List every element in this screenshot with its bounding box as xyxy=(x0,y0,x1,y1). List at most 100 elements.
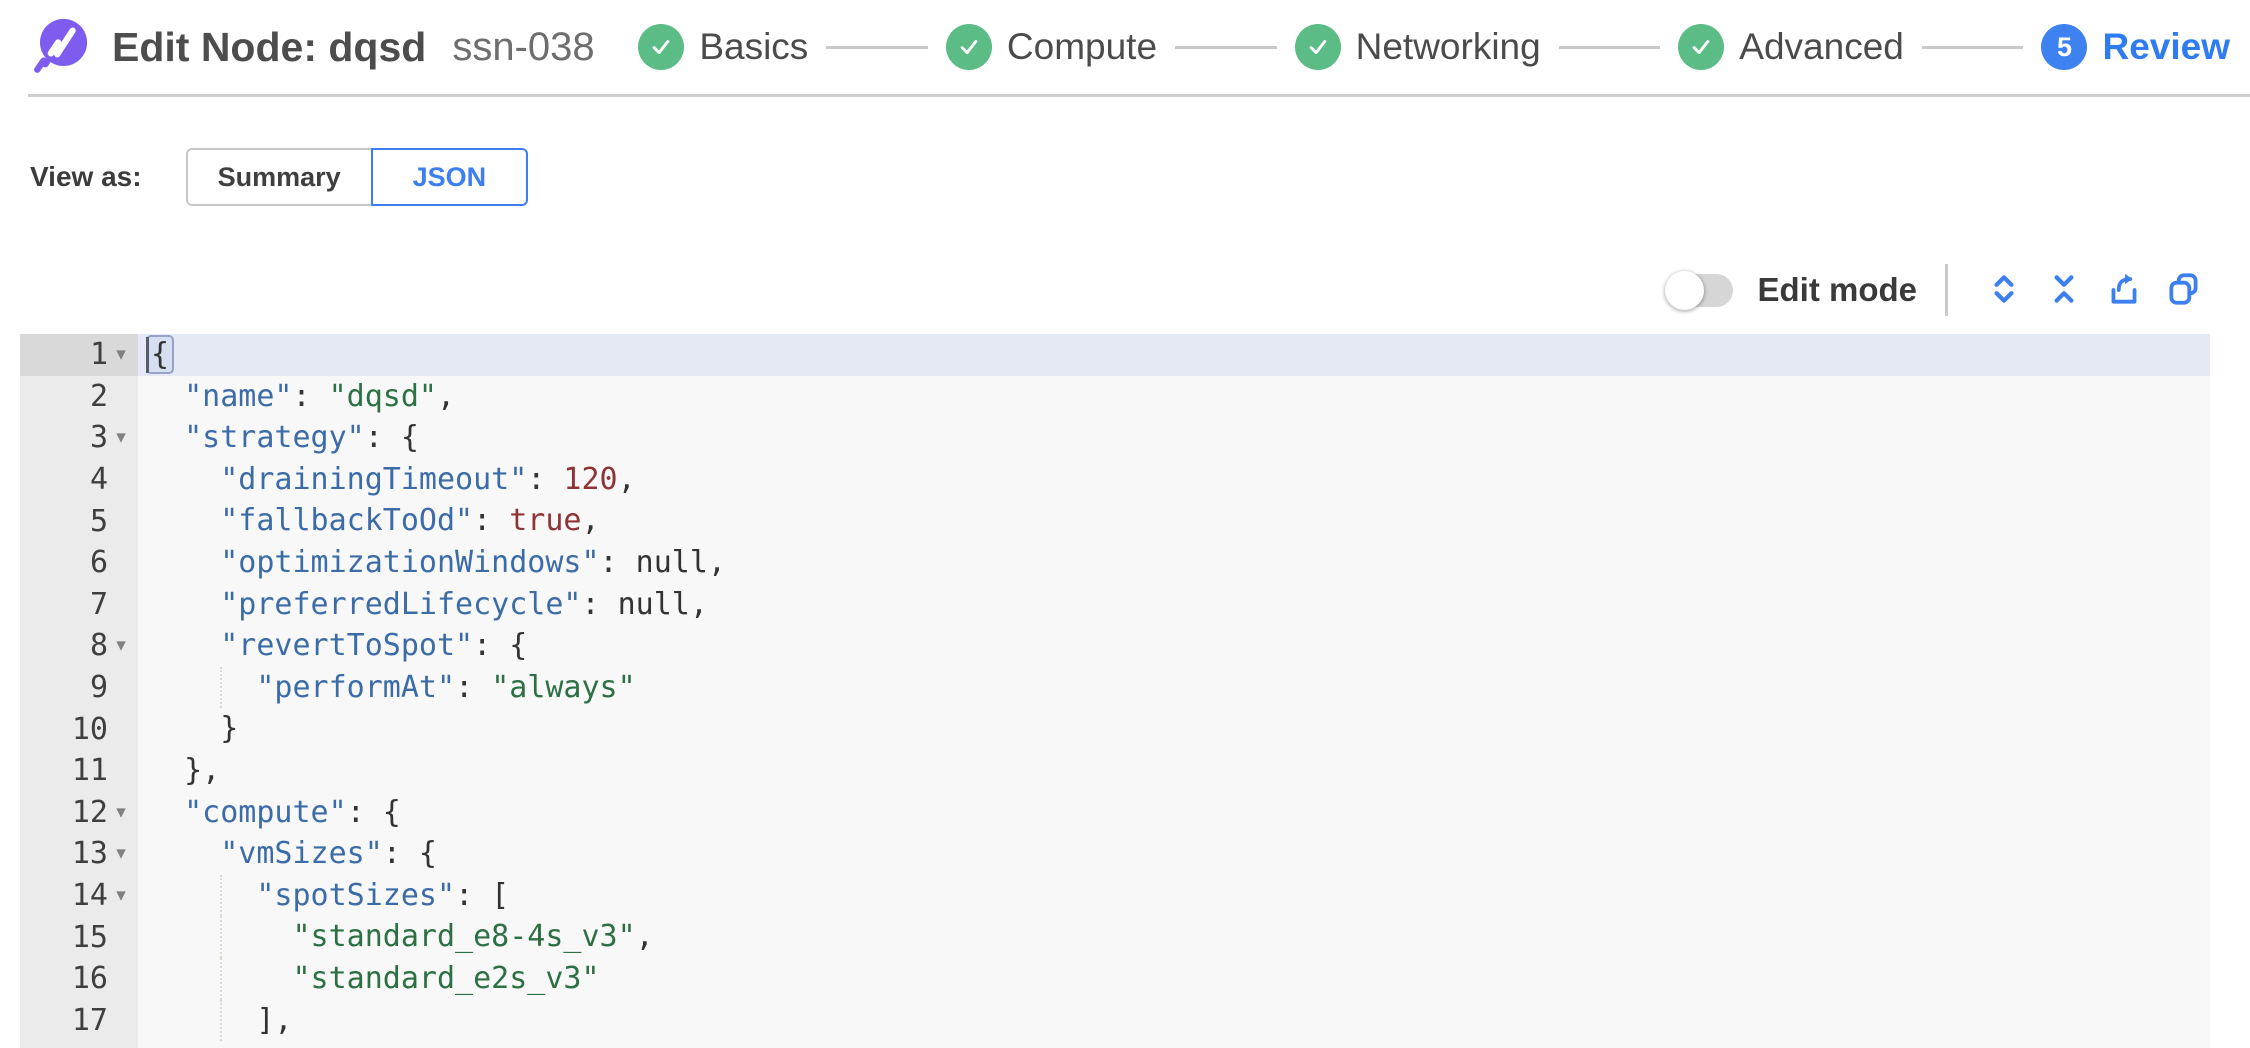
code-token: "standard_e2s_v3" xyxy=(292,960,600,996)
code-token: , xyxy=(437,378,456,414)
step-compute[interactable]: Compute xyxy=(945,24,1158,70)
code-line[interactable]: ], xyxy=(138,999,2210,1042)
code-token: "performAt" xyxy=(256,669,456,705)
indent-guide xyxy=(220,999,223,1042)
indent-guide xyxy=(220,874,223,917)
copy-icon xyxy=(2165,270,2203,311)
gutter-line[interactable]: 1▾ xyxy=(20,334,138,376)
copy-button[interactable] xyxy=(2165,271,2203,309)
fold-arrow-icon[interactable]: ▾ xyxy=(116,427,126,449)
code-line[interactable]: "performAt": "always" xyxy=(138,666,2210,709)
code-line[interactable]: "spotSizes": [ xyxy=(138,874,2210,917)
code-line[interactable]: "preferredLifecycle": null, xyxy=(138,584,2210,626)
step-basics[interactable]: Basics xyxy=(638,24,808,70)
code-token: null xyxy=(635,544,708,580)
fold-arrow-icon[interactable]: ▾ xyxy=(116,635,126,657)
code-token: "name" xyxy=(184,378,293,414)
fold-arrow-icon[interactable]: ▾ xyxy=(116,843,126,865)
code-token: null xyxy=(617,586,690,622)
code-token: : [ xyxy=(455,877,510,913)
editor-toolbar: Edit mode xyxy=(1665,258,2214,322)
code-line[interactable]: }, xyxy=(138,750,2210,792)
code-line[interactable]: "standard_e2s_v3" xyxy=(138,957,2210,1000)
code-line[interactable]: "drainingTimeout": 120, xyxy=(138,459,2210,501)
text-cursor xyxy=(146,337,149,373)
code-line[interactable]: "standard_e8-4s_v3", xyxy=(138,916,2210,958)
code-line[interactable]: "revertToSpot": { xyxy=(138,625,2210,667)
code-token: "strategy" xyxy=(184,420,365,456)
step-label: Advanced xyxy=(1739,26,1904,67)
toggle-knob xyxy=(1665,270,1705,310)
view-as-label: View as: xyxy=(30,161,142,192)
line-number: 11 xyxy=(71,753,108,789)
editor-code-area[interactable]: { "name": "dqsd", "strategy": { "drainin… xyxy=(138,334,2210,1048)
code-token: : xyxy=(599,544,636,580)
code-token: "compute" xyxy=(184,794,347,830)
line-number: 9 xyxy=(89,670,108,706)
step-label: Review xyxy=(2102,26,2230,67)
export-button[interactable] xyxy=(2105,271,2143,309)
gutter-line[interactable]: 14 ▾ xyxy=(20,875,138,917)
code-token: } xyxy=(148,711,239,747)
step-check-icon xyxy=(1294,24,1341,70)
json-view-button[interactable]: JSON xyxy=(370,148,529,206)
indent-guide xyxy=(220,666,223,709)
code-token: , xyxy=(707,544,726,580)
line-number: 12 xyxy=(71,794,108,830)
code-line[interactable]: { xyxy=(138,334,2210,376)
summary-view-button[interactable]: Summary xyxy=(185,148,373,206)
step-connector xyxy=(1558,45,1661,49)
code-token xyxy=(148,379,184,414)
expand-all-button[interactable] xyxy=(1985,271,2023,309)
matched-bracket: { xyxy=(146,335,175,374)
line-number: 5 xyxy=(89,503,108,539)
gutter-line: 15 xyxy=(20,916,138,958)
code-token: "always" xyxy=(491,669,636,705)
code-line[interactable]: "fallbackToOd": true, xyxy=(138,500,2210,542)
fold-arrow-icon[interactable]: ▾ xyxy=(116,801,126,823)
gutter-line[interactable]: 12 ▾ xyxy=(20,792,138,834)
code-token: "preferredLifecycle" xyxy=(220,586,582,622)
code-token: , xyxy=(635,919,654,955)
gutter-line[interactable]: 8▾ xyxy=(20,625,138,667)
code-line[interactable]: } xyxy=(138,708,2210,750)
step-label: Compute xyxy=(1006,26,1158,67)
code-line[interactable]: "name": "dqsd", xyxy=(138,376,2210,418)
code-line[interactable]: "optimizationWindows": null, xyxy=(138,542,2210,584)
fold-arrow-icon[interactable]: ▾ xyxy=(116,344,126,366)
code-token: }, xyxy=(148,752,221,788)
code-line[interactable]: "strategy": { xyxy=(138,417,2210,459)
gutter-line: 17 xyxy=(20,1000,138,1042)
code-token xyxy=(148,670,256,705)
code-token: "dqsd" xyxy=(328,378,437,414)
gutter-line[interactable]: 13▾ xyxy=(20,833,138,875)
gutter-line: 16 xyxy=(20,958,138,1000)
collapse-all-button[interactable] xyxy=(2045,271,2083,309)
code-token: "fallbackToOd" xyxy=(220,503,474,539)
gutter-line: 11 xyxy=(20,750,138,792)
code-token: , xyxy=(689,586,708,622)
export-icon xyxy=(2105,270,2143,311)
code-line[interactable]: "vmSizes": { xyxy=(138,833,2210,875)
gutter-line: 2 xyxy=(20,376,138,418)
code-token xyxy=(148,462,220,497)
code-line[interactable]: "compute": { xyxy=(138,792,2210,834)
gutter-line[interactable]: 3▾ xyxy=(20,417,138,459)
code-token: "vmSizes" xyxy=(220,836,383,872)
header-divider xyxy=(28,94,2250,97)
step-networking[interactable]: Networking xyxy=(1294,24,1541,70)
line-number: 14 xyxy=(71,878,108,914)
line-number: 1 xyxy=(89,337,108,373)
step-advanced[interactable]: Advanced xyxy=(1678,24,1904,70)
fold-arrow-icon[interactable]: ▾ xyxy=(116,885,126,907)
edit-mode-toggle[interactable] xyxy=(1665,270,1734,310)
code-token: : { xyxy=(382,836,437,872)
node-id-clip: ssn-038 xyxy=(452,25,596,70)
code-token: : xyxy=(455,669,492,705)
step-connector xyxy=(1921,45,2024,49)
code-token: "drainingTimeout" xyxy=(220,461,528,497)
